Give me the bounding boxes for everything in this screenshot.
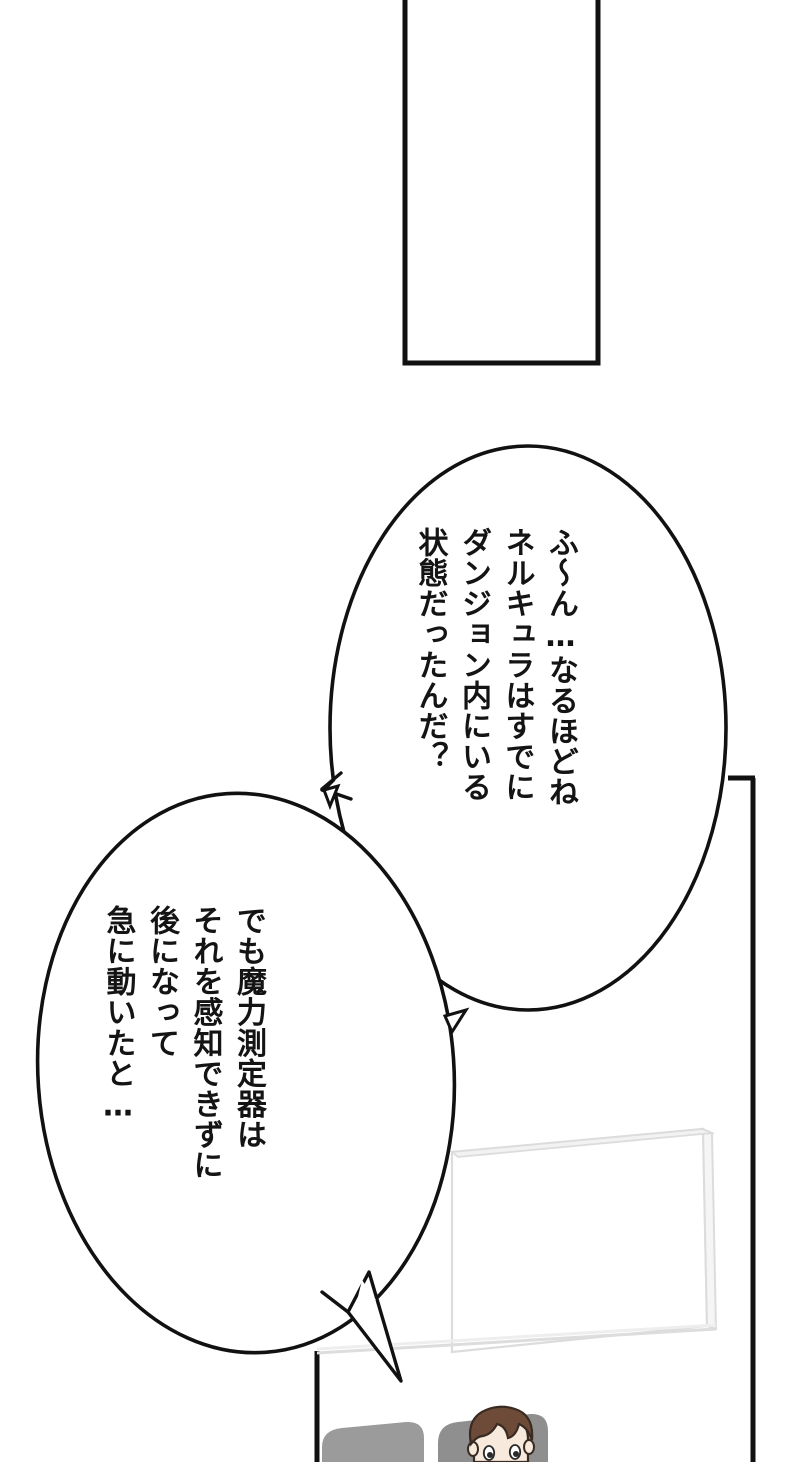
student-hair <box>468 1405 534 1447</box>
speech-bubble-2 <box>35 783 470 1383</box>
student-ear-left <box>467 1441 479 1457</box>
student-character <box>467 1405 535 1462</box>
student-ear-right <box>523 1439 535 1455</box>
speech-bubble-2-notch <box>322 783 341 811</box>
student-pupil-right <box>513 1451 519 1457</box>
speech-bubble-2-side-notch <box>442 1007 470 1036</box>
speech-bubble-2-tail-edge <box>320 1290 350 1314</box>
top-panel <box>402 0 601 366</box>
speech-bubble-1-text: ふ〜ん…なるほどね ネルキュラはすでに ダンジョン内にいる 状態だったんだ？ <box>412 527 579 808</box>
top-panel-frame <box>402 0 601 366</box>
speech-bubble-1 <box>320 444 728 1012</box>
chair-back-left <box>322 1421 424 1462</box>
speech-bubble-2-text: でも魔力測定器は それを感知できずに 後になって 急に動いたと… <box>100 905 267 1181</box>
lower-panel <box>314 775 756 1462</box>
student-pupil-left <box>487 1452 493 1458</box>
whiteboard-edge-top <box>449 1128 716 1158</box>
speech-bubble-2-tail-join <box>356 1280 376 1305</box>
speech-bubble-2-body <box>35 791 457 1355</box>
whiteboard-face <box>450 1127 709 1354</box>
speech-bubble-1-body <box>328 444 728 1012</box>
classroom-foreground <box>322 1405 548 1462</box>
speech-bubble-1-tail-outline <box>320 771 353 801</box>
